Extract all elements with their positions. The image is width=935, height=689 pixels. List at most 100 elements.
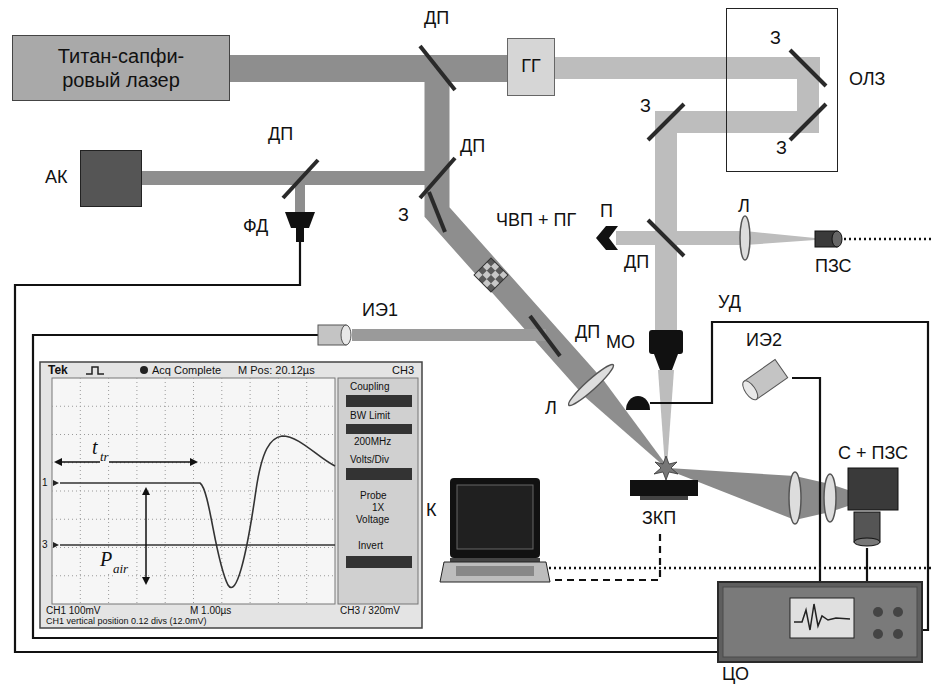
splitter-label: ДП	[575, 322, 600, 343]
detector-cylinder: ИЭ2	[738, 356, 792, 404]
node-label: МО	[606, 332, 635, 354]
scope-screen	[790, 598, 854, 638]
scope-readout: CH1 100mV	[46, 605, 100, 617]
objective-tip	[654, 354, 678, 370]
detector-cylinder-shape	[738, 356, 792, 404]
microscope-objective-shape	[648, 330, 684, 370]
laptop-computer: К	[440, 478, 550, 584]
splitter-label: ДП	[268, 124, 293, 145]
crystal-body	[474, 258, 508, 292]
microscope-objective: МО	[648, 330, 684, 370]
delay-arrow	[56, 461, 192, 463]
spectrometer-camera: С + ПЗС	[848, 468, 898, 548]
plot-area	[52, 378, 335, 604]
scope-readout: CH1 vertical position 0.12 divs (12.0mV)	[46, 616, 207, 626]
node-label: П	[600, 201, 613, 223]
beam-splitter	[283, 160, 318, 198]
mirror-label: З	[640, 96, 651, 117]
scope-knob	[873, 629, 883, 639]
channel-marker-arrow	[53, 542, 59, 548]
detector-group	[740, 360, 788, 403]
mirror-label: З	[776, 138, 787, 159]
node-label: ЧВП + ПГ	[496, 210, 576, 232]
crystal-cell	[487, 283, 495, 291]
reflected-beam	[666, 231, 745, 245]
mirror	[648, 104, 684, 140]
arrow-head	[142, 487, 150, 495]
beam-dump: П	[596, 226, 618, 250]
ccd-camera: ПЗС	[815, 228, 843, 250]
scope-status: CH3	[392, 364, 414, 377]
beam-splitter	[420, 158, 455, 198]
focused-beam	[745, 231, 815, 245]
spectrometer-camera-shape	[848, 468, 898, 548]
data-cable	[549, 567, 932, 570]
signal-cable	[792, 378, 820, 582]
laser-beam	[228, 55, 509, 82]
lens-label: Л	[545, 398, 557, 419]
data-cable	[844, 238, 932, 241]
scope-waveform	[794, 604, 850, 630]
menu-value-box	[346, 395, 412, 407]
menu-item: Voltage	[356, 514, 389, 526]
node-label: УД	[718, 292, 741, 314]
scope-status: M Pos: 20.12µs	[238, 364, 315, 377]
symbol-subscript: tr	[100, 450, 109, 465]
spectrometer-body	[848, 468, 898, 510]
nonlinear-crystal-shape	[474, 258, 508, 292]
mirror-label: З	[398, 205, 409, 226]
plasma-spark	[654, 456, 678, 480]
arrow-head	[190, 458, 198, 466]
harmonic-beam	[655, 111, 677, 332]
stage-plate	[630, 480, 698, 496]
laptop-base	[440, 562, 550, 582]
scope-knob	[893, 607, 903, 617]
focused-beam	[581, 376, 667, 467]
signal-cable	[550, 534, 660, 580]
mirror	[429, 192, 445, 232]
mirror	[790, 50, 826, 86]
beam-splitter	[420, 46, 455, 90]
sample-stage: ЗКП	[626, 480, 702, 534]
scope-knob	[873, 607, 883, 617]
splitter-label: ДП	[624, 252, 649, 273]
node-label: ФД	[243, 216, 268, 238]
camera-end	[854, 538, 880, 546]
arrow-head	[142, 577, 150, 585]
detector-cylinder: ИЭ1	[318, 322, 352, 348]
scope-knob	[893, 629, 903, 639]
laptop-hinge	[450, 558, 540, 562]
menu-item: Invert	[358, 540, 383, 552]
stage-base	[640, 496, 688, 500]
node-label: ЦО	[722, 664, 749, 686]
scope-case	[718, 582, 922, 662]
plot-grid	[52, 378, 335, 604]
node-label: ОЛЗ	[849, 69, 885, 91]
signal-cable	[33, 335, 718, 638]
menu-value-box	[346, 424, 412, 434]
lens	[740, 216, 750, 260]
ccd-camera-shape	[815, 228, 843, 250]
probe-beam	[352, 329, 546, 341]
laptop-lid	[450, 478, 540, 558]
channel-marker-arrow	[53, 480, 59, 486]
signal-cable	[15, 242, 718, 652]
amplitude-arrow	[145, 493, 147, 579]
acoustic-sensor: УД	[626, 396, 650, 410]
detector-cylinder-shape	[318, 322, 352, 348]
photodiode-body	[285, 212, 315, 242]
beam-dump-shape	[596, 226, 618, 250]
menu-value-box	[346, 468, 412, 480]
mirror-label: З	[770, 28, 781, 49]
node-label: ИЭ2	[746, 330, 782, 352]
mirror	[790, 104, 826, 140]
status-dot	[140, 366, 148, 374]
photodiode-shape	[285, 212, 315, 242]
objective-body	[649, 330, 683, 354]
camera-lens	[832, 231, 842, 247]
photodiode: ФД	[285, 212, 315, 242]
lens	[565, 361, 616, 409]
channel-marker: 1	[42, 477, 48, 489]
harmonic-generator-box: ГГ	[507, 38, 555, 96]
menu-item: 1X	[372, 502, 384, 514]
